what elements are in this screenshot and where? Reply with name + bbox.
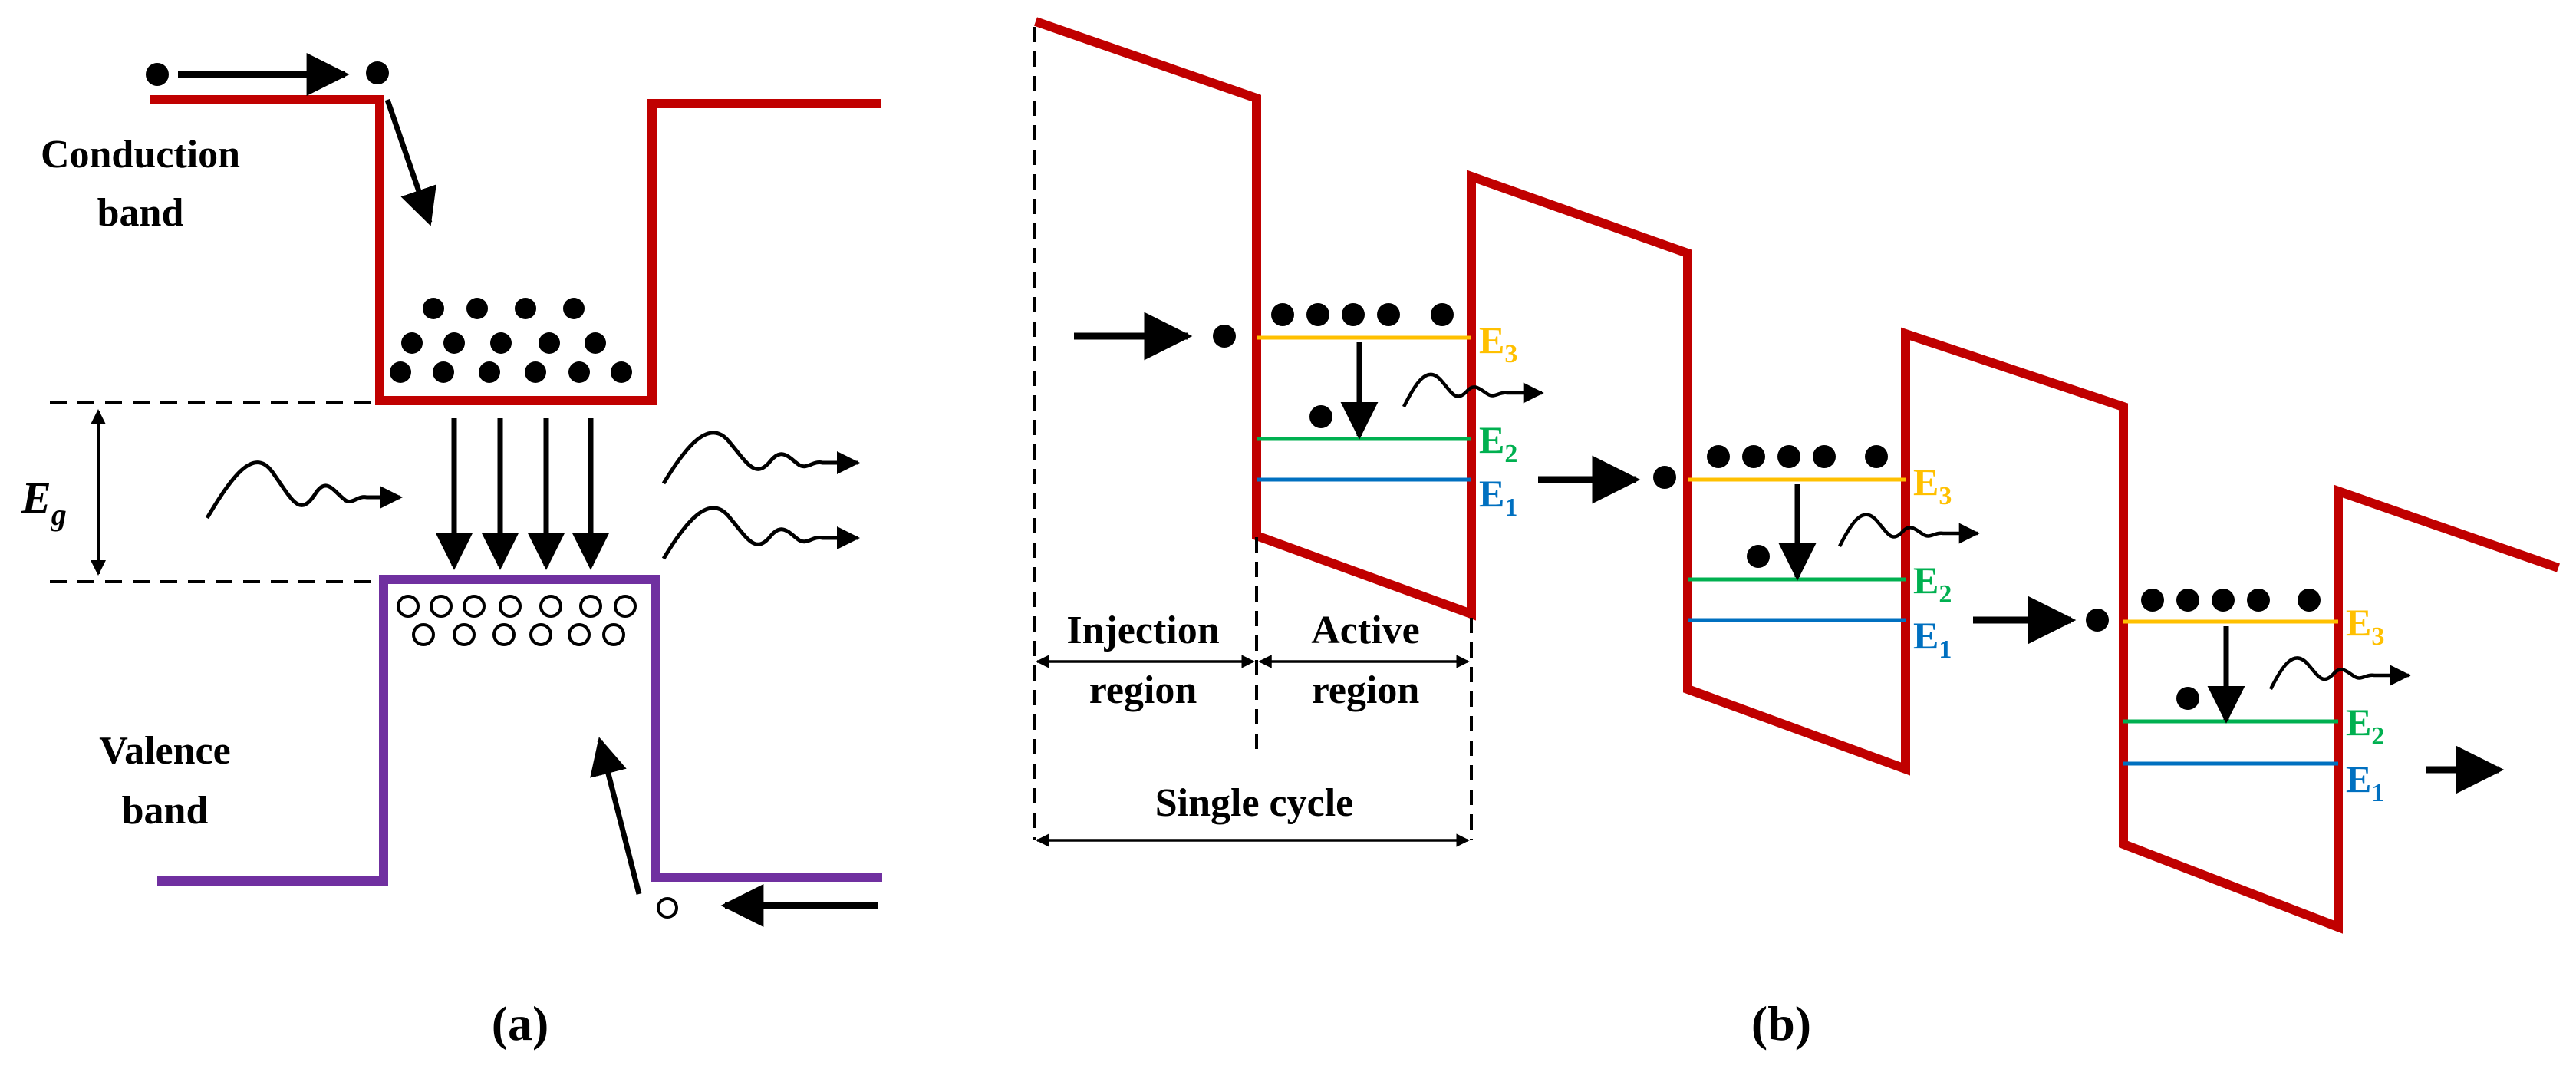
incoming-electron: [146, 63, 169, 86]
stage-1-photon: [1402, 372, 1544, 408]
stage-1-label-E1: E1: [1479, 472, 1517, 522]
valence-band-edge: [157, 575, 882, 886]
stage-1-label-E2: E2: [1479, 418, 1517, 468]
stage-3-injected-electron: [2086, 609, 2109, 632]
incoming-hole: [657, 897, 678, 919]
qcl-band-profile: [1034, 17, 2560, 934]
incident-photon: [205, 460, 403, 520]
stage-1-injected-electron: [1213, 325, 1236, 348]
emitted-photon-upper: [661, 431, 860, 485]
recombination-arrows: [435, 418, 610, 570]
stage-2: E3 E2 E1: [1538, 445, 1980, 664]
electron-cluster: [390, 298, 632, 383]
stage-3-relaxed-electron: [2176, 687, 2199, 710]
stage-3-photon: [2268, 656, 2411, 691]
stage-3: E3 E2 E1: [1973, 589, 2505, 807]
single-cycle-label: Single cycle: [1155, 781, 1354, 825]
stage-2-label-E3: E3: [1913, 460, 1952, 510]
stage-1-electron-row: [1271, 303, 1454, 326]
gap-label: Eg: [21, 473, 67, 532]
stage-2-injected-electron: [1653, 466, 1676, 489]
panel-b-caption: (b): [1751, 996, 1811, 1051]
stage-1: E3 E2 E1: [1074, 303, 1544, 522]
stage-2-electron-row: [1707, 445, 1888, 468]
stage-1-label-E3: E3: [1479, 318, 1517, 368]
electron-relaxation-arrow: [384, 98, 436, 226]
stage-3-label-E3: E3: [2346, 601, 2384, 651]
stage-2-label-E1: E1: [1913, 614, 1952, 664]
stage-2-label-E2: E2: [1913, 559, 1952, 609]
hole-cluster: [397, 595, 637, 646]
hole-relaxation-arrow: [590, 737, 642, 895]
stage-3-label-E1: E1: [2346, 757, 2384, 807]
stage-2-relaxed-electron: [1747, 545, 1770, 568]
stage-2-photon: [1837, 513, 1980, 548]
emitted-photon-lower: [661, 506, 860, 560]
stage-1-relaxed-electron: [1309, 405, 1332, 428]
stage-3-label-E2: E2: [2346, 701, 2384, 751]
stage-3-electron-row: [2141, 589, 2321, 612]
panel-a-caption: (a): [492, 996, 549, 1051]
injected-electron: [366, 61, 389, 84]
conduction-band-edge: [150, 95, 881, 405]
